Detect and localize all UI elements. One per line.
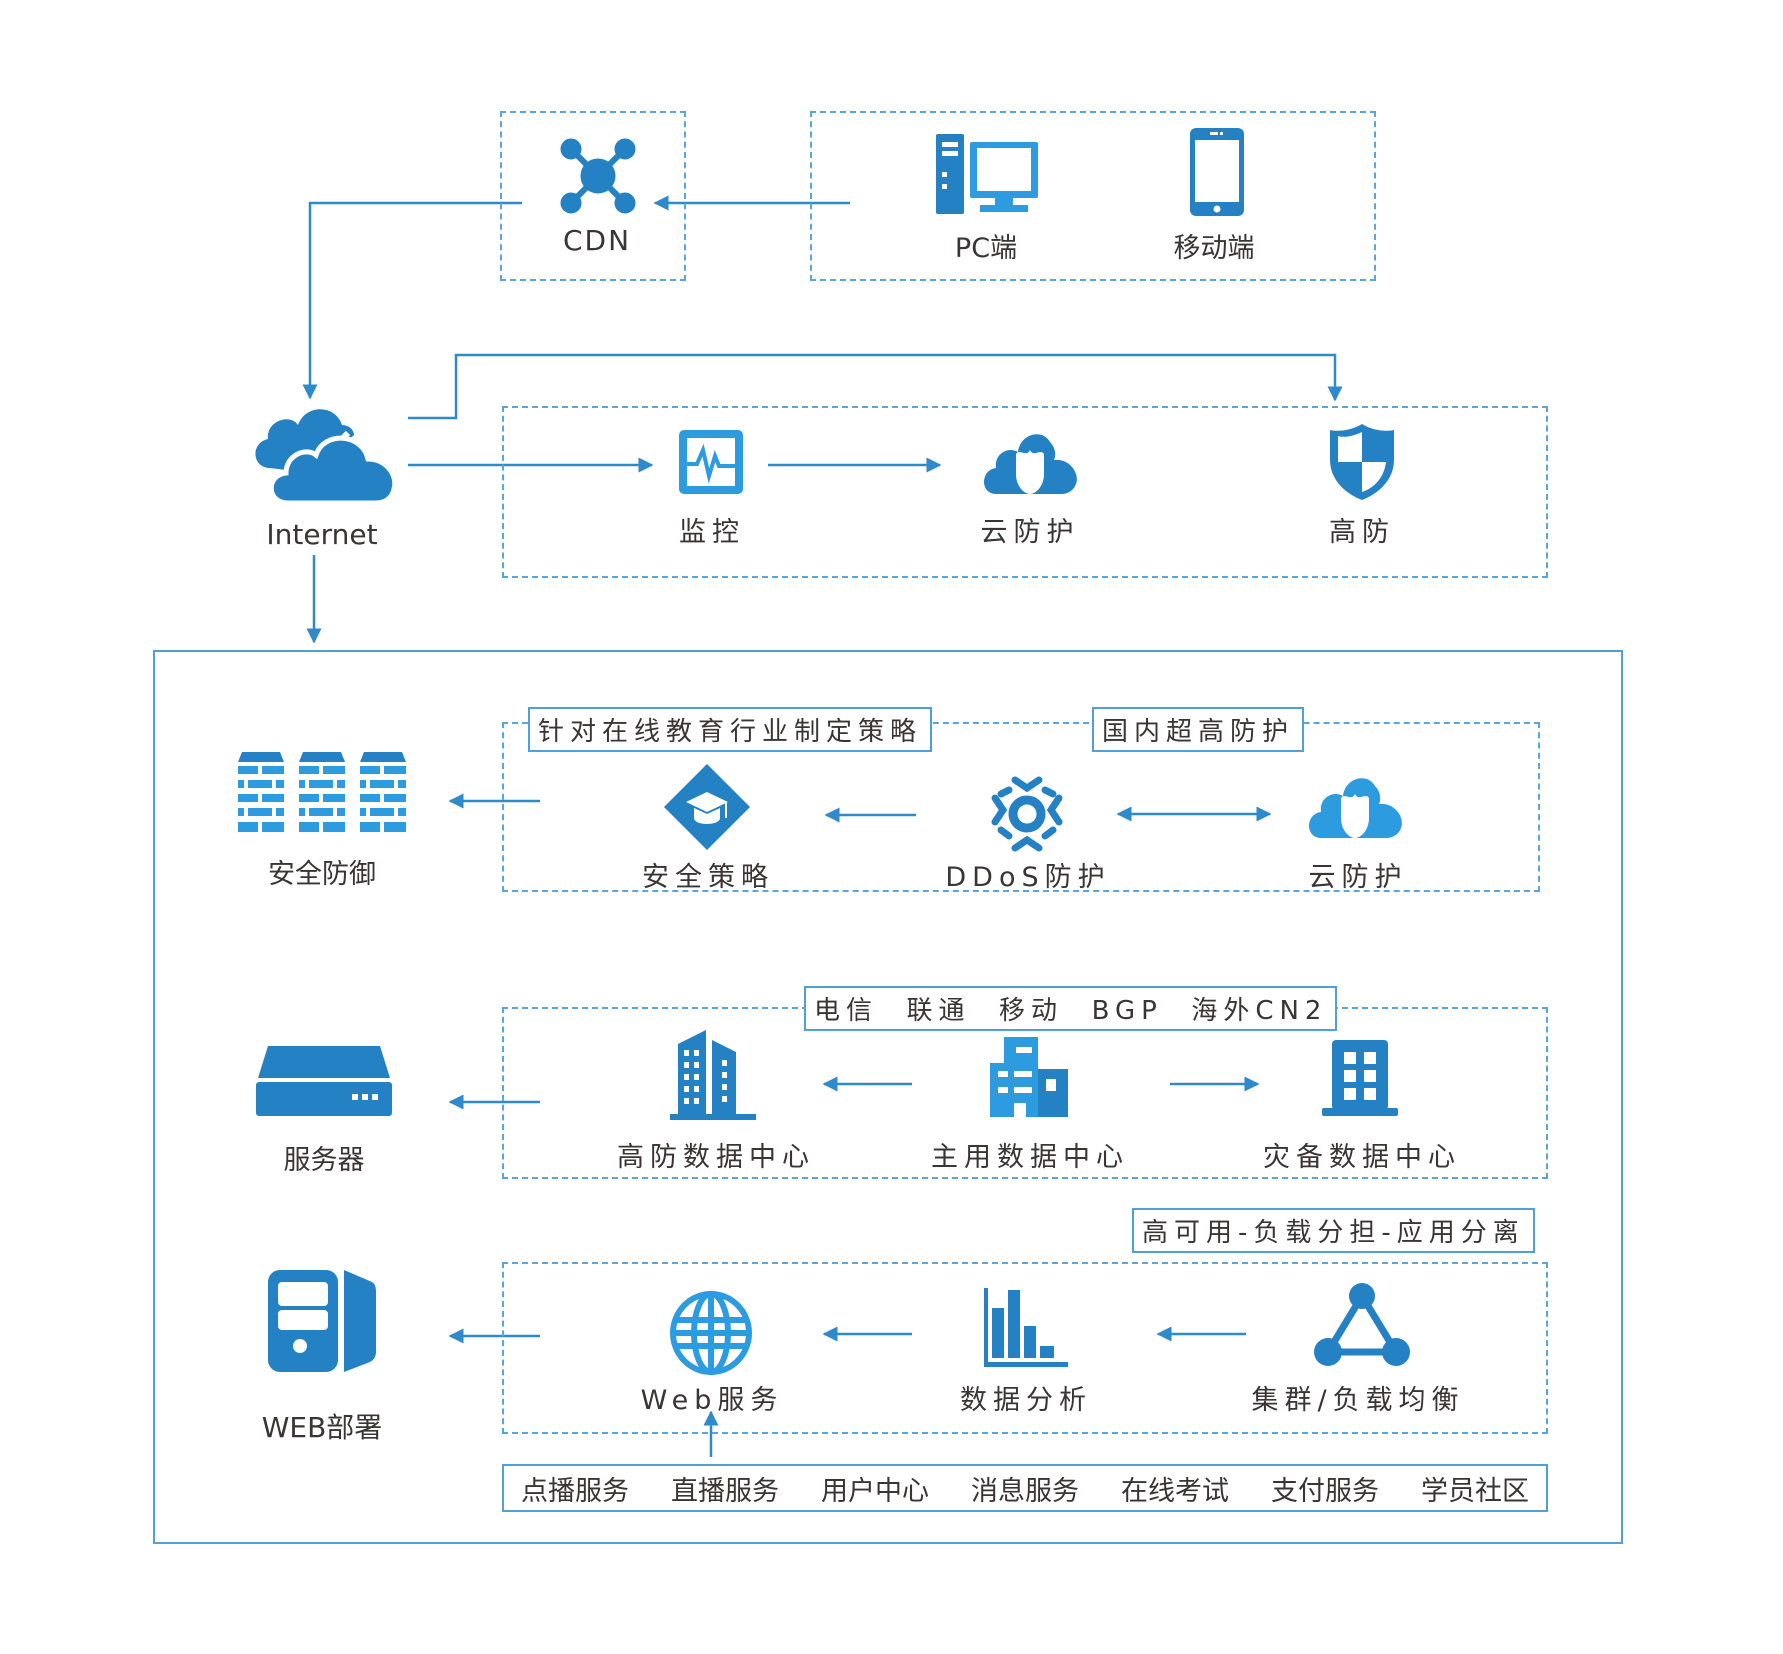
server-icon [256, 1046, 392, 1116]
cloud-shield-icon [1309, 778, 1402, 838]
web-cluster-label: 集群/负载均衡 [1251, 1385, 1465, 1416]
protection-box [502, 406, 1548, 578]
gear-icon [991, 776, 1063, 852]
side-server-label: 服务器 [283, 1145, 365, 1176]
side-web-deploy-label: WEB部署 [261, 1411, 383, 1444]
protection-cloud-label: 云防护 [980, 517, 1080, 548]
monitor-pulse-icon [679, 430, 743, 494]
web-analysis-label: 数据分析 [960, 1385, 1092, 1416]
building-icon [1322, 1040, 1398, 1116]
service-item[interactable]: 支付服务 [1271, 1475, 1379, 1507]
computer-tower-icon [268, 1270, 376, 1372]
firewall-icon [238, 752, 406, 832]
security-cloud-label: 云防护 [1308, 862, 1408, 893]
graduation-diamond-icon [664, 764, 750, 850]
main-container [153, 650, 1623, 1544]
security-box [502, 722, 1540, 892]
protection-gaofang-label: 高防 [1329, 517, 1395, 548]
network-hub-icon [560, 138, 636, 214]
mobile-phone-icon [1190, 128, 1244, 216]
web-box [502, 1262, 1548, 1434]
cloud-shield-icon [984, 434, 1077, 494]
client-pc-label: PC端 [954, 233, 1018, 264]
service-item[interactable]: 学员社区 [1421, 1475, 1529, 1507]
security-strategy-label: 安全策略 [642, 862, 774, 893]
arrow-cdn-to-internet [302, 201, 522, 400]
shield-icon [1330, 424, 1394, 500]
arrow-internet-to-gaofang [408, 353, 1343, 420]
security-ddos-label: DDoS防护 [945, 862, 1111, 893]
desktop-pc-icon [936, 134, 1038, 214]
services-bar: 点播服务 直播服务 用户中心 消息服务 在线考试 支付服务 学员社区 [502, 1464, 1548, 1512]
cluster-triangle-icon [1314, 1283, 1410, 1366]
side-firewall-label: 安全防御 [268, 859, 376, 890]
globe-icon [670, 1291, 752, 1375]
internet-label: Internet [266, 518, 378, 551]
web-service-label: Web服务 [640, 1385, 784, 1416]
security-tag-protection: 国内超高防护 [1092, 707, 1305, 752]
cloud-icon [255, 409, 398, 506]
cdn-box [500, 111, 686, 281]
bar-chart-icon [984, 1288, 1068, 1367]
tall-building-icon [670, 1030, 756, 1120]
service-item[interactable]: 在线考试 [1121, 1475, 1229, 1507]
dc-main-label: 主用数据中心 [931, 1142, 1129, 1173]
service-item[interactable]: 直播服务 [671, 1475, 779, 1507]
web-tag-availability: 高可用-负载分担-应用分离 [1132, 1208, 1535, 1253]
security-tag-strategy: 针对在线教育行业制定策略 [528, 707, 933, 752]
dc-gaofang-label: 高防数据中心 [617, 1142, 815, 1173]
client-mobile-label: 移动端 [1173, 233, 1255, 264]
cdn-label: CDN [562, 224, 632, 257]
service-item[interactable]: 消息服务 [971, 1475, 1079, 1507]
protection-monitor-label: 监控 [679, 517, 745, 548]
datacenter-tag-carriers: 电信 联通 移动 BGP 海外CN2 [804, 986, 1338, 1031]
service-item[interactable]: 点播服务 [521, 1475, 629, 1507]
clients-box [810, 111, 1376, 281]
dc-backup-label: 灾备数据中心 [1263, 1142, 1461, 1173]
service-item[interactable]: 用户中心 [821, 1475, 929, 1507]
office-building-icon [990, 1037, 1068, 1117]
